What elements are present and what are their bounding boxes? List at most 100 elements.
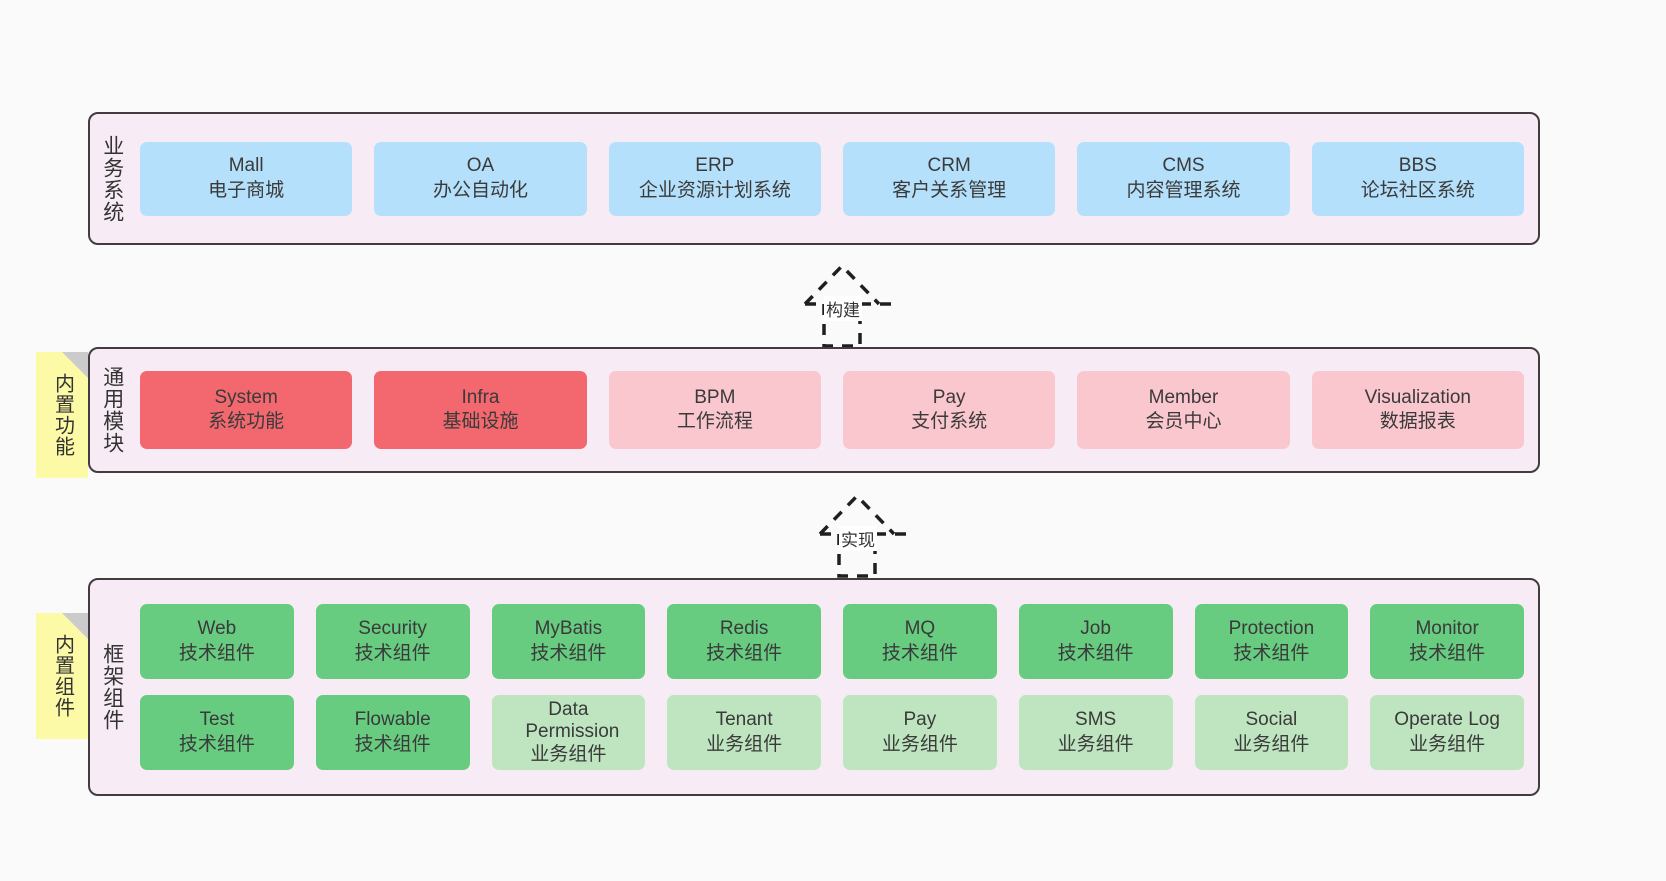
layer-framework-component: 框架组件 Web 技术组件 Security 技术组件 MyBatis 技术组件… xyxy=(88,578,1540,796)
node-mq-cn: 技术组件 xyxy=(881,642,958,664)
node-member[interactable]: Member 会员中心 xyxy=(1077,371,1290,449)
node-erp-cn: 企业资源计划系统 xyxy=(638,179,791,201)
node-pay-module-cn: 支付系统 xyxy=(911,411,988,432)
node-security-cn: 技术组件 xyxy=(354,642,431,664)
node-bpm-cn: 工作流程 xyxy=(676,411,753,432)
node-infra[interactable]: Infra 基础设施 xyxy=(374,371,587,449)
node-operate-log-cn: 业务组件 xyxy=(1409,733,1486,755)
node-operate-log[interactable]: Operate Log 业务组件 xyxy=(1370,695,1524,770)
node-social-cn: 业务组件 xyxy=(1233,733,1310,755)
node-crm-en: CRM xyxy=(927,155,971,177)
node-redis[interactable]: Redis 技术组件 xyxy=(667,604,821,679)
node-member-cn: 会员中心 xyxy=(1145,411,1222,432)
node-cms-en: CMS xyxy=(1162,155,1205,177)
node-flowable-en: Flowable xyxy=(354,709,431,731)
node-redis-cn: 技术组件 xyxy=(706,642,783,664)
note-fold-icon xyxy=(62,613,88,639)
node-infra-en: Infra xyxy=(461,386,500,408)
node-mall-cn: 电子商城 xyxy=(208,179,285,201)
node-pay-component-cn: 业务组件 xyxy=(881,733,958,755)
row-technical-components: Web 技术组件 Security 技术组件 MyBatis 技术组件 Redi… xyxy=(140,604,1524,679)
node-crm[interactable]: CRM 客户关系管理 xyxy=(842,141,1056,216)
node-system-cn: 系统功能 xyxy=(208,411,285,432)
node-social-en: Social xyxy=(1245,709,1298,731)
layer-title-business-system: 业务系统 xyxy=(100,134,124,223)
node-web[interactable]: Web 技术组件 xyxy=(140,604,294,679)
node-bpm-en: BPM xyxy=(694,386,736,408)
note-builtin-component-text: 内置组件 xyxy=(51,634,74,718)
node-web-en: Web xyxy=(197,618,237,640)
node-bbs-en: BBS xyxy=(1398,155,1437,177)
node-mybatis-cn: 技术组件 xyxy=(530,642,607,664)
node-visualization-cn: 数据报表 xyxy=(1379,411,1456,432)
row-business-systems: Mall 电子商城 OA 办公自动化 ERP 企业资源计划系统 CRM 客户关系… xyxy=(140,141,1524,216)
node-monitor-cn: 技术组件 xyxy=(1409,642,1486,664)
arrow-implement: 实现 xyxy=(775,488,935,580)
arrow-implement-label: 实现 xyxy=(839,526,877,551)
node-tenant-cn: 业务组件 xyxy=(706,733,783,755)
node-oa[interactable]: OA 办公自动化 xyxy=(374,141,587,216)
node-monitor[interactable]: Monitor 技术组件 xyxy=(1370,604,1524,679)
node-test-cn: 技术组件 xyxy=(178,733,255,755)
node-sms-en: SMS xyxy=(1075,709,1117,731)
node-job-cn: 技术组件 xyxy=(1057,642,1134,664)
node-flowable-cn: 技术组件 xyxy=(354,733,431,755)
node-protection[interactable]: Protection 技术组件 xyxy=(1194,604,1349,679)
node-sms[interactable]: SMS 业务组件 xyxy=(1018,695,1173,770)
node-test[interactable]: Test 技术组件 xyxy=(140,695,294,770)
node-cms-cn: 内容管理系统 xyxy=(1126,179,1241,201)
layer-title-common-module: 通用模块 xyxy=(100,366,124,454)
node-oa-cn: 办公自动化 xyxy=(432,179,528,201)
node-system[interactable]: System 系统功能 xyxy=(140,371,353,449)
node-erp-en: ERP xyxy=(695,155,735,177)
layer-common-module: 通用模块 System 系统功能 Infra 基础设施 BPM 工作流程 Pay… xyxy=(88,347,1540,473)
layer-body-framework-component: Web 技术组件 Security 技术组件 MyBatis 技术组件 Redi… xyxy=(134,580,1538,794)
node-job[interactable]: Job 技术组件 xyxy=(1018,604,1173,679)
note-builtin-function: 内置功能 xyxy=(36,352,88,478)
node-erp[interactable]: ERP 企业资源计划系统 xyxy=(608,141,821,216)
node-security[interactable]: Security 技术组件 xyxy=(315,604,470,679)
node-mybatis[interactable]: MyBatis 技术组件 xyxy=(491,604,646,679)
node-tenant-en: Tenant xyxy=(715,709,773,731)
node-mq-en: MQ xyxy=(904,618,936,640)
node-crm-cn: 客户关系管理 xyxy=(892,179,1007,201)
node-data-permission-en: Data Permission xyxy=(525,698,620,743)
node-mall-en: Mall xyxy=(228,155,264,177)
note-builtin-component: 内置组件 xyxy=(36,613,88,739)
node-pay-component-en: Pay xyxy=(903,709,937,731)
node-data-permission-cn: 业务组件 xyxy=(530,743,607,765)
node-visualization[interactable]: Visualization 数据报表 xyxy=(1311,371,1524,449)
node-protection-cn: 技术组件 xyxy=(1233,642,1310,664)
node-infra-cn: 基础设施 xyxy=(442,411,519,432)
node-job-en: Job xyxy=(1080,618,1111,640)
node-security-en: Security xyxy=(358,618,427,640)
layer-body-common-module: System 系统功能 Infra 基础设施 BPM 工作流程 Pay 支付系统… xyxy=(134,349,1538,471)
node-bbs[interactable]: BBS 论坛社区系统 xyxy=(1311,141,1524,216)
layer-business-system: 业务系统 Mall 电子商城 OA 办公自动化 ERP 企业资源计划系统 CRM… xyxy=(88,112,1540,245)
node-social[interactable]: Social 业务组件 xyxy=(1194,695,1349,770)
node-bpm[interactable]: BPM 工作流程 xyxy=(608,371,821,449)
note-builtin-function-text: 内置功能 xyxy=(51,373,74,457)
node-data-permission[interactable]: Data Permission 业务组件 xyxy=(491,695,646,770)
arrow-build: 构建 xyxy=(760,258,920,350)
node-mq[interactable]: MQ 技术组件 xyxy=(843,604,997,679)
node-web-cn: 技术组件 xyxy=(178,642,255,664)
node-protection-en: Protection xyxy=(1228,618,1315,640)
node-test-en: Test xyxy=(199,709,235,731)
node-cms[interactable]: CMS 内容管理系统 xyxy=(1077,141,1290,216)
node-mall[interactable]: Mall 电子商城 xyxy=(140,141,353,216)
node-pay-module[interactable]: Pay 支付系统 xyxy=(842,371,1056,449)
node-system-en: System xyxy=(214,386,278,408)
node-member-en: Member xyxy=(1148,386,1219,408)
row-common-modules: System 系统功能 Infra 基础设施 BPM 工作流程 Pay 支付系统… xyxy=(140,371,1524,449)
row-business-components: Test 技术组件 Flowable 技术组件 Data Permission … xyxy=(140,695,1524,770)
node-pay-module-en: Pay xyxy=(932,386,966,408)
node-mybatis-en: MyBatis xyxy=(534,618,603,640)
layer-body-business-system: Mall 电子商城 OA 办公自动化 ERP 企业资源计划系统 CRM 客户关系… xyxy=(134,114,1538,243)
node-flowable[interactable]: Flowable 技术组件 xyxy=(315,695,470,770)
arrow-build-label: 构建 xyxy=(824,296,862,321)
node-pay-component[interactable]: Pay 业务组件 xyxy=(843,695,997,770)
node-monitor-en: Monitor xyxy=(1415,618,1479,640)
node-tenant[interactable]: Tenant 业务组件 xyxy=(667,695,821,770)
